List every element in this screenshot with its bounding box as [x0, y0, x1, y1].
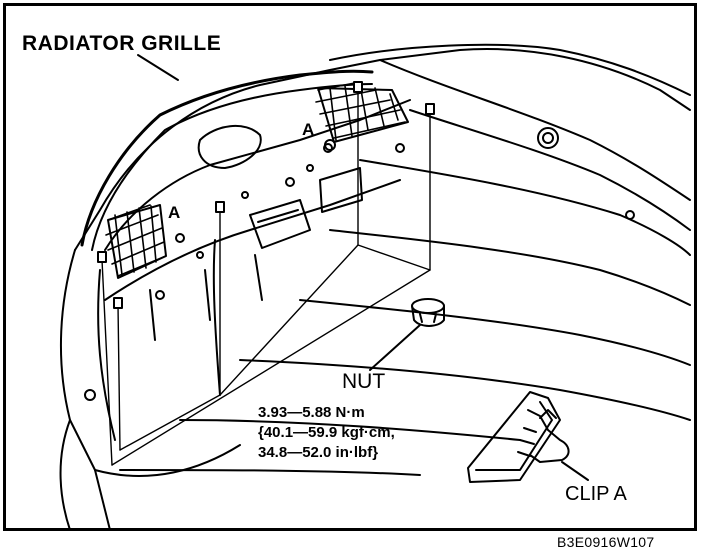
torque-line-3: 34.8—52.0 in·lbf} [258, 444, 379, 461]
clip-a-marker-left: A [168, 203, 181, 222]
nut-label: NUT [342, 370, 386, 393]
fastener-pins [97, 81, 435, 309]
grille-mesh-left [105, 204, 167, 279]
clip-a-label: CLIP A [565, 483, 627, 505]
figure-border [3, 3, 697, 531]
nut-icon [411, 298, 445, 327]
clip-a-detail [467, 391, 570, 483]
clip-a-leader [561, 461, 589, 481]
figure-code: B3E0916W107 [557, 534, 655, 550]
clip-a-left-mark [175, 233, 185, 243]
fastener-leader-lines [101, 89, 431, 466]
nut-leader [369, 324, 421, 371]
grille-mesh-right [315, 81, 409, 143]
radiator-grille-label: RADIATOR GRILLE [22, 32, 222, 55]
radiator-grille-leader [137, 54, 179, 81]
torque-line-2: {40.1—59.9 kgf·cm, [258, 424, 395, 441]
clip-a-right-mark [323, 143, 333, 153]
torque-spec: 3.93—5.88 N·m {40.1—59.9 kgf·cm, 34.8—52… [258, 403, 395, 463]
grille-inner-panel [84, 99, 635, 401]
hood-panel-outline [59, 43, 691, 531]
clip-a-marker-right: A [302, 120, 315, 139]
radiator-grille-outline [80, 69, 374, 251]
torque-line-1: 3.93—5.88 N·m [258, 404, 365, 421]
